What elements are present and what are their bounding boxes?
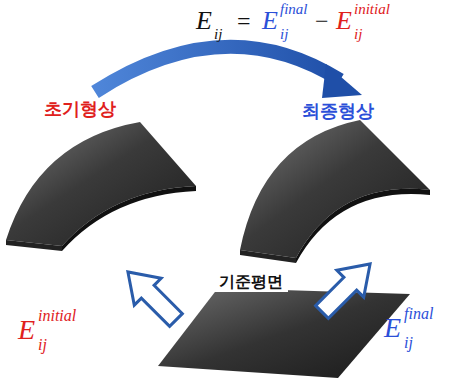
formula-symbol: E [262, 8, 278, 34]
formula-symbol: E [196, 8, 212, 34]
initial-shape [6, 122, 196, 251]
formula-subscript: ij [280, 27, 288, 42]
formula-subscript: ij [404, 335, 413, 351]
formula-symbol: E [384, 314, 401, 342]
formula-superscript: final [280, 2, 308, 17]
formula-superscript: initial [38, 308, 76, 324]
transform-arrow [95, 47, 340, 92]
formula-subscript: ij [214, 27, 222, 42]
final-shape [240, 120, 430, 263]
shape-label: 최종형상 [302, 102, 374, 120]
formula-superscript: final [404, 306, 433, 322]
formula-symbol: E [18, 316, 35, 344]
reference-plane [158, 288, 410, 378]
formula-symbol: E [336, 8, 352, 34]
plane-label: 기준평면 [214, 272, 288, 292]
hollow-arrow [309, 250, 384, 325]
transform-arrowhead [322, 64, 362, 98]
formula-operator: − [315, 9, 329, 33]
hollow-arrow [114, 258, 189, 333]
formula-operator: = [237, 9, 251, 33]
formula-subscript: ij [38, 337, 47, 353]
formula-subscript: ij [354, 27, 362, 42]
formula-superscript: initial [354, 2, 390, 17]
shape-label: 초기형상 [44, 100, 116, 118]
